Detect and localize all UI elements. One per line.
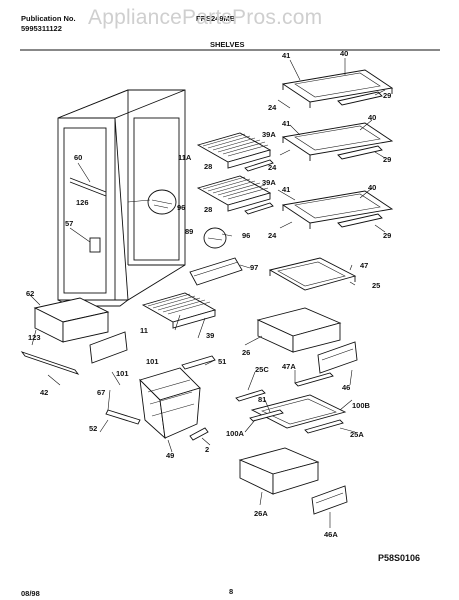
part-label: 101 — [116, 369, 129, 378]
part-label: 39A — [262, 130, 276, 139]
part-label: 24 — [268, 231, 277, 240]
part-label: 25C — [255, 365, 269, 374]
watermark-logo: AppliancePartsPros.com — [88, 6, 323, 29]
glass-shelf-1 — [281, 69, 394, 108]
crisper-cover-47 — [268, 257, 357, 291]
part-label: 24 — [268, 103, 277, 112]
part-label: 100A — [226, 429, 245, 438]
part-label: 11 — [140, 326, 148, 335]
part-label: 41 — [282, 185, 290, 194]
part-label: 26 — [242, 348, 250, 357]
part-label: 51 — [218, 357, 226, 366]
part-label: 2 — [205, 445, 209, 454]
part-label: 97 — [250, 263, 258, 272]
bin-front-67 — [89, 331, 128, 364]
shelf-support-89 — [203, 227, 227, 249]
model-number: FRS249MB — [196, 14, 236, 23]
part-label: 47 — [360, 261, 368, 270]
diagram-code: P58S0106 — [378, 553, 421, 563]
part-label: 39A — [262, 178, 276, 187]
part-label: 67 — [97, 388, 105, 397]
publication-number: 5995311122 — [21, 24, 62, 33]
part-label: 96 — [177, 203, 185, 212]
refrigerator-cabinet — [57, 89, 186, 307]
part-label: 39 — [206, 331, 214, 340]
slide-52 — [105, 409, 141, 425]
leader-lines — [29, 58, 386, 528]
part-label: 29 — [383, 91, 391, 100]
wire-basket-49 — [139, 367, 201, 440]
part-label: 28 — [204, 162, 212, 171]
part-label: 40 — [368, 113, 376, 122]
part-label: 25 — [372, 281, 380, 290]
part-labels: 41 40 24 29 39A 40 11A 28 41 24 29 39A 2… — [26, 49, 391, 539]
slide-2 — [189, 427, 209, 441]
part-label: 24 — [268, 163, 277, 172]
publication-label: Publication No. — [21, 14, 76, 23]
rail-123 — [20, 351, 80, 375]
crisper-drawer-26 — [256, 307, 342, 353]
wire-shelf-upper — [196, 132, 274, 172]
part-label: 123 — [28, 333, 41, 342]
part-label: 60 — [74, 153, 82, 162]
part-label: 47A — [282, 362, 296, 371]
drawer-front-46 — [317, 341, 358, 374]
wire-shelf-middle — [196, 175, 274, 215]
page-number: 8 — [229, 587, 234, 596]
part-label: 126 — [76, 198, 89, 207]
part-label: 11A — [178, 153, 192, 162]
part-label: 29 — [383, 155, 391, 164]
footer-date: 08/98 — [21, 589, 40, 598]
part-label: 49 — [166, 451, 174, 460]
part-label: 57 — [65, 219, 73, 228]
part-label: 96 — [242, 231, 250, 240]
glass-shelf-3 — [281, 190, 394, 229]
part-label: 52 — [89, 424, 97, 433]
part-label: 40 — [368, 183, 376, 192]
part-label: 29 — [383, 231, 391, 240]
part-label: 81 — [258, 395, 266, 404]
part-label: 40 — [340, 49, 348, 58]
part-label: 62 — [26, 289, 34, 298]
crisper-cover-47a — [235, 372, 347, 434]
bin-97 — [189, 257, 243, 286]
part-label: 41 — [282, 51, 290, 60]
freezer-bin-62 — [33, 297, 110, 343]
glass-shelf-2 — [281, 122, 394, 161]
part-label: 25A — [350, 430, 364, 439]
drawer-front-46a — [311, 485, 348, 515]
wire-shelf-lower — [141, 292, 217, 329]
part-label: 26A — [254, 509, 268, 518]
part-label: 28 — [204, 205, 212, 214]
part-label: 46 — [342, 383, 350, 392]
crisper-drawer-26a — [238, 447, 320, 495]
part-label: 42 — [40, 388, 48, 397]
part-label: 101 — [146, 357, 159, 366]
shelf-support-96 — [147, 189, 177, 215]
part-label: 100B — [352, 401, 371, 410]
part-label: 41 — [282, 119, 290, 128]
part-label: 89 — [185, 227, 193, 236]
section-title: SHELVES — [210, 40, 245, 49]
part-label: 46A — [324, 530, 338, 539]
